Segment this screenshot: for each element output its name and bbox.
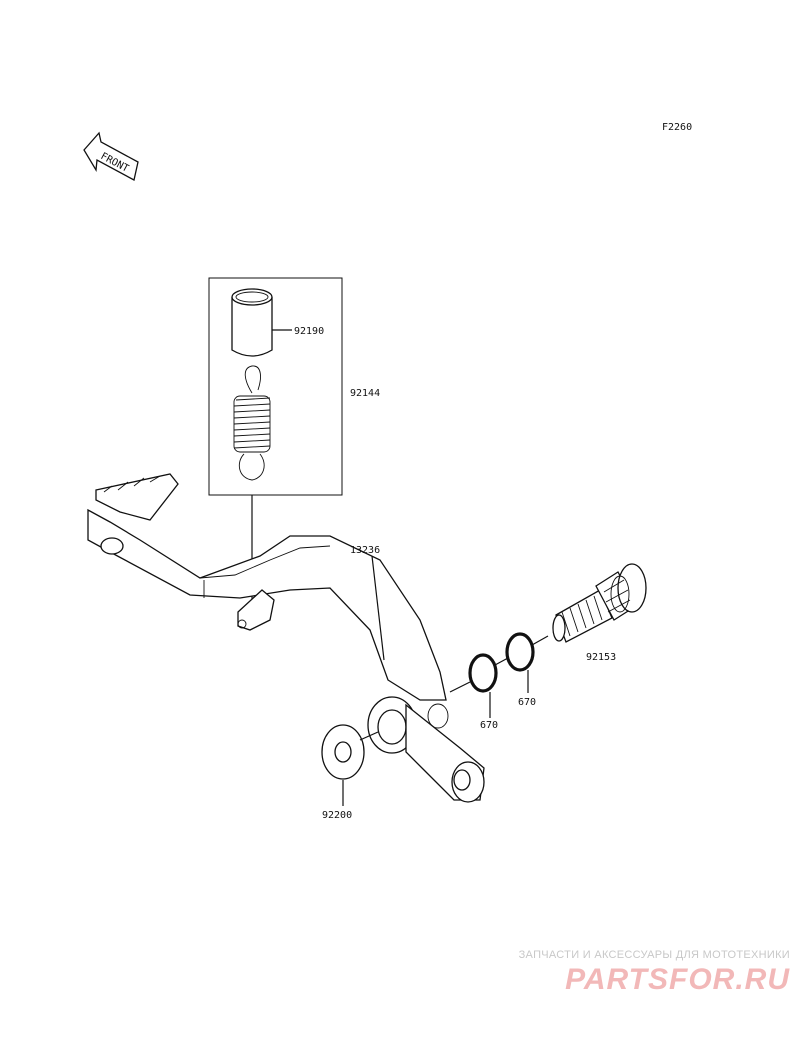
o-ring-670-a [468, 653, 498, 693]
label-92153: 92153 [586, 652, 616, 663]
label-92190: 92190 [294, 326, 324, 337]
watermark: ЗАПЧАСТИ И АКСЕССУАРЫ ДЛЯ МОТОТЕХНИКИ PA… [519, 949, 790, 997]
watermark-tagline: ЗАПЧАСТИ И АКСЕССУАРЫ ДЛЯ МОТОТЕХНИКИ [518, 949, 790, 961]
bolt-92153 [552, 563, 647, 643]
collar-92190 [231, 288, 273, 357]
figure-code: F2260 [662, 122, 692, 133]
label-92144: 92144 [350, 388, 380, 399]
inset-box [208, 277, 343, 496]
spring [233, 365, 271, 481]
o-ring-670-b [505, 632, 535, 672]
label-670-b: 670 [518, 697, 536, 708]
washer-92200 [321, 724, 365, 780]
brake-pedal-13236 [87, 473, 485, 803]
label-670-a: 670 [480, 720, 498, 731]
label-92200: 92200 [322, 810, 352, 821]
label-13236: 13236 [350, 545, 380, 556]
watermark-logo: PARTSFOR.RU [565, 963, 790, 996]
front-arrow-icon: FRONT [83, 131, 139, 181]
